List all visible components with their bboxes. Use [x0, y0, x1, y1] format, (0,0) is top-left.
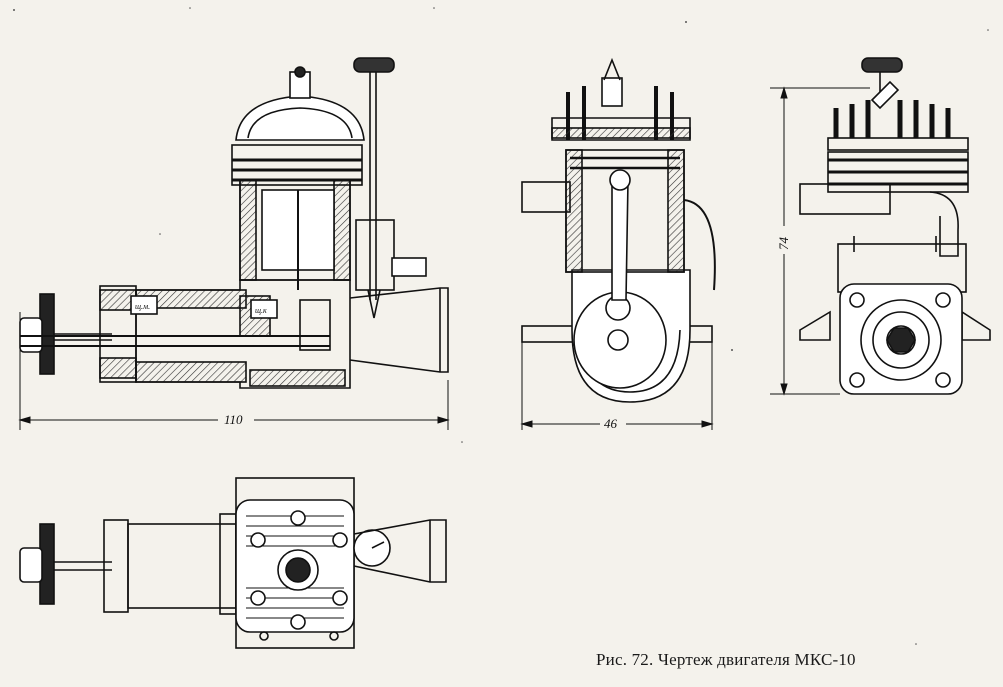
dimension-label-74: 74 — [776, 237, 791, 251]
dimension-label-46: 46 — [604, 416, 618, 431]
top-view — [19, 477, 447, 649]
dimension-label-110: 110 — [224, 412, 243, 427]
front-section-view — [521, 57, 716, 403]
scan-specks — [13, 7, 989, 645]
figure-caption: Рис. 72. Чертеж двигателя МКС-10 — [596, 650, 856, 669]
rear-exterior-view — [799, 57, 991, 395]
port-label-left: щ.м. — [135, 302, 150, 311]
side-section-view — [19, 57, 449, 389]
port-label-right: щ.к — [255, 306, 267, 315]
